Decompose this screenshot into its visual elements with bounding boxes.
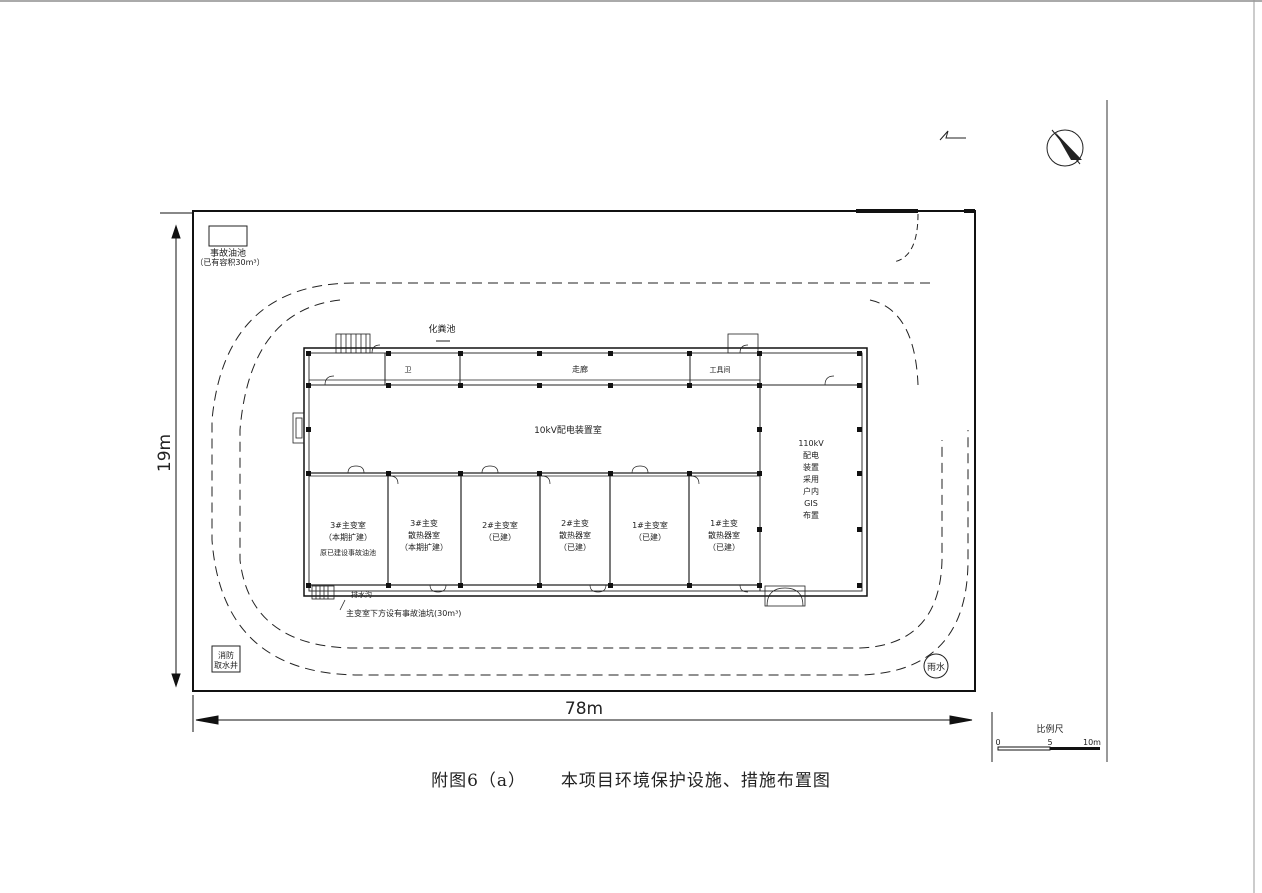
svg-text:2#主变室: 2#主变室 — [482, 520, 518, 530]
side-entry — [292, 412, 305, 444]
toilet-label: 卫 — [405, 366, 412, 374]
stairs-east — [727, 333, 759, 354]
tool-room-label: 工具间 — [710, 366, 731, 374]
radiator-room-1: 1#主变 散热器室 （已建） — [708, 518, 740, 552]
accident-pool-symbol — [208, 225, 248, 247]
gis-entry-doors — [764, 585, 806, 607]
radiator-room-2: 2#主变 散热器室 （已建） — [559, 518, 591, 552]
oil-pit-note: 主变室下方设有事故油坑(30m³) — [346, 608, 461, 618]
figure-caption: 附图6（a） 本项目环境保护设施、措施布置图 — [0, 766, 1262, 791]
svg-text:（本期扩建）: （本期扩建） — [400, 542, 448, 552]
svg-text:1#主变室: 1#主变室 — [632, 520, 668, 530]
svg-text:散热器室: 散热器室 — [559, 530, 591, 540]
accident-pool-note: （已有容积30m³） — [195, 257, 264, 267]
room-110kv-label: 110kV 配电 装置 采用 户内 GIS 布置 — [798, 439, 824, 520]
svg-text:（本期扩建）: （本期扩建） — [324, 532, 372, 542]
structural-columns — [306, 351, 862, 588]
svg-text:3#主变室: 3#主变室 — [330, 520, 366, 530]
svg-text:110kV: 110kV — [798, 439, 824, 448]
gate-bar — [856, 209, 918, 213]
svg-text:装置: 装置 — [803, 462, 819, 472]
accident-pool-label: 事故油池 — [210, 247, 246, 259]
north-arrow-icon — [1046, 129, 1084, 167]
svg-text:散热器室: 散热器室 — [708, 530, 740, 540]
svg-text:3#主变: 3#主变 — [410, 518, 438, 528]
height-dimension — [160, 212, 193, 688]
site-boundary — [192, 210, 976, 692]
building-outline — [303, 347, 868, 597]
room-partitions — [309, 473, 760, 586]
svg-text:（已建）: （已建） — [559, 542, 591, 552]
septic-tank-label: 化粪池 — [428, 323, 455, 335]
door-swings — [324, 344, 835, 593]
fire-well-symbol — [211, 645, 241, 673]
svg-text:散热器室: 散热器室 — [408, 530, 440, 540]
svg-text:（已建）: （已建） — [708, 542, 740, 552]
room-10kv-label: 10kV配电装置室 — [534, 424, 602, 436]
svg-text:配电: 配电 — [803, 450, 819, 460]
stairs-west — [335, 333, 371, 354]
corridor-label: 走廊 — [572, 364, 588, 374]
svg-text:采用: 采用 — [803, 474, 819, 484]
figure-title: 本项目环境保护设施、措施布置图 — [560, 771, 831, 791]
svg-text:（已建）: （已建） — [484, 532, 516, 542]
gate-swing-path — [892, 213, 919, 263]
entrance-marker-icon — [939, 130, 966, 141]
width-dimension-label: 78m — [565, 699, 603, 719]
transformer-room-3: 3#主变室 （本期扩建） 原已建设事故油池 — [320, 520, 376, 557]
rain-well-label: 雨水 — [927, 661, 945, 673]
fire-well-label-line1: 消防 — [218, 650, 234, 660]
building-inner-wall — [308, 352, 863, 592]
svg-text:（已建）: （已建） — [634, 532, 666, 542]
scale-tick-0: 0 — [995, 738, 1000, 747]
svg-text:2#主变: 2#主变 — [561, 518, 589, 528]
stairs-sw — [311, 585, 335, 600]
scale-bar — [991, 712, 1100, 762]
rain-well-symbol — [923, 653, 949, 679]
site-road — [211, 282, 969, 676]
drain-label: 排水沟 — [351, 590, 372, 599]
width-dimension — [192, 695, 973, 732]
gate-post — [964, 209, 975, 213]
scale-tick-5: 5 — [1047, 738, 1052, 747]
svg-text:1#主变: 1#主变 — [710, 518, 738, 528]
svg-text:原已建设事故油池: 原已建设事故油池 — [320, 548, 376, 557]
transformer-room-1: 1#主变室 （已建） — [632, 520, 668, 542]
radiator-room-3: 3#主变 散热器室 （本期扩建） — [400, 518, 448, 552]
scale-tick-10: 10m — [1083, 738, 1101, 747]
height-dimension-label: 19m — [155, 434, 175, 472]
svg-text:户内: 户内 — [803, 486, 819, 496]
scale-title: 比例尺 — [1036, 723, 1063, 735]
transformer-room-2: 2#主变室 （已建） — [482, 520, 518, 542]
figure-number: 附图6（a） — [431, 771, 527, 791]
svg-text:布置: 布置 — [803, 510, 819, 520]
oil-note-leader — [339, 599, 346, 611]
svg-text:GIS: GIS — [804, 499, 818, 508]
fire-well-label-line2: 取水井 — [214, 660, 238, 670]
